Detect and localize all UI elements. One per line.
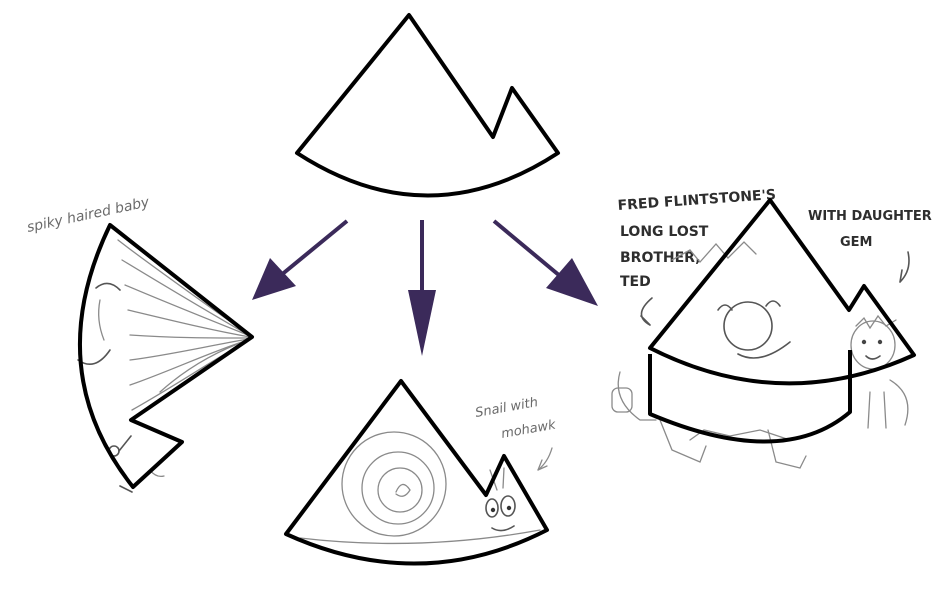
ted-note-line4: TED (620, 274, 651, 290)
snail-note-line2: mohawk (500, 418, 557, 442)
ted-note-line3: BROTHER, (620, 250, 701, 266)
gem-note-line2: GEM (840, 235, 873, 250)
snail-note-line1: Snail with (474, 395, 539, 421)
source-shape (295, 13, 560, 198)
ted-note-line1: FRED FLINTSTONE'S (617, 187, 776, 214)
baby-outline (77, 223, 254, 489)
snail-drawing: Snail with mohawk (284, 379, 557, 566)
snail-outline (284, 379, 549, 566)
arrow-left (252, 219, 349, 300)
ted-body-sketch (611, 241, 909, 469)
arrow-down (408, 220, 436, 356)
ted-outline (648, 198, 916, 386)
arrow-right (492, 219, 598, 306)
ted-note-line2: LONG LOST (620, 224, 709, 240)
snail-shell-sketch (341, 431, 447, 537)
baby-smile (77, 349, 111, 366)
gem-note-line1: WITH DAUGHTER (808, 209, 932, 224)
ted-drawing: FRED FLINTSTONE'S LONG LOST BROTHER, TED… (611, 187, 932, 469)
baby-note: spiky haired baby (26, 194, 152, 236)
ted-belt-band (648, 350, 852, 444)
baby-hair-sketch (117, 239, 253, 411)
baby-eye (95, 282, 121, 291)
baby-drawing: spiky haired baby (26, 194, 254, 493)
gem-face (850, 314, 897, 429)
snail-face (485, 467, 516, 532)
